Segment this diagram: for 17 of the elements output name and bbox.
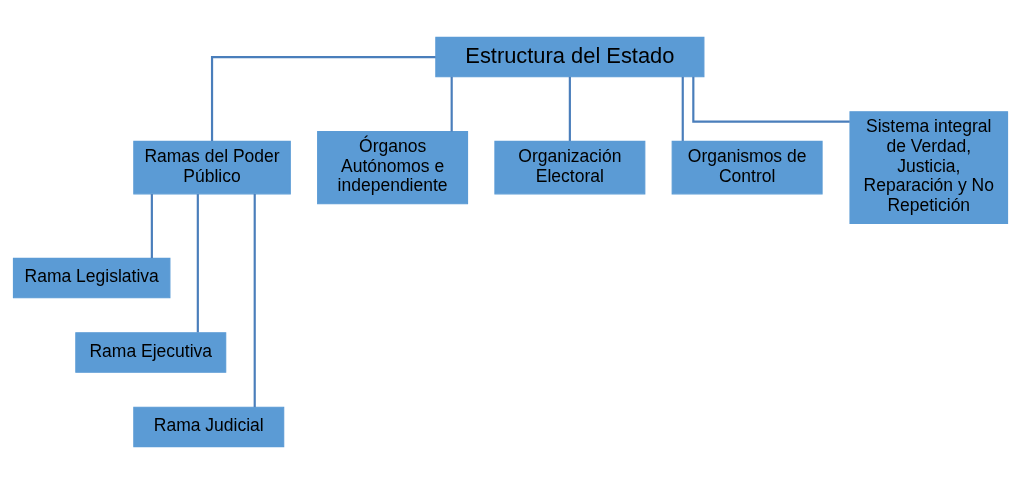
connector — [253, 193, 256, 407]
connector — [196, 193, 199, 332]
node-box: Organización Electoral — [494, 140, 646, 194]
node-box: Ramas del Poder Público — [133, 140, 291, 194]
node-box: Estructura del Estado — [435, 36, 705, 77]
connector — [210, 55, 436, 141]
node-box: Rama Judicial — [133, 406, 285, 447]
node-box: Rama Legislativa — [12, 257, 171, 298]
node-box: Rama Ejecutiva — [75, 331, 227, 373]
connector — [681, 76, 684, 141]
connector — [692, 76, 850, 123]
connector — [450, 76, 453, 131]
connector — [150, 193, 153, 258]
node-box: Órganos Autónomos e independiente — [317, 130, 469, 204]
node-box: Organismos de Control — [671, 140, 823, 194]
node-box: Sistema integral de Verdad, Justicia, Reparación y No Repetición — [849, 110, 1009, 224]
connector — [568, 76, 571, 141]
